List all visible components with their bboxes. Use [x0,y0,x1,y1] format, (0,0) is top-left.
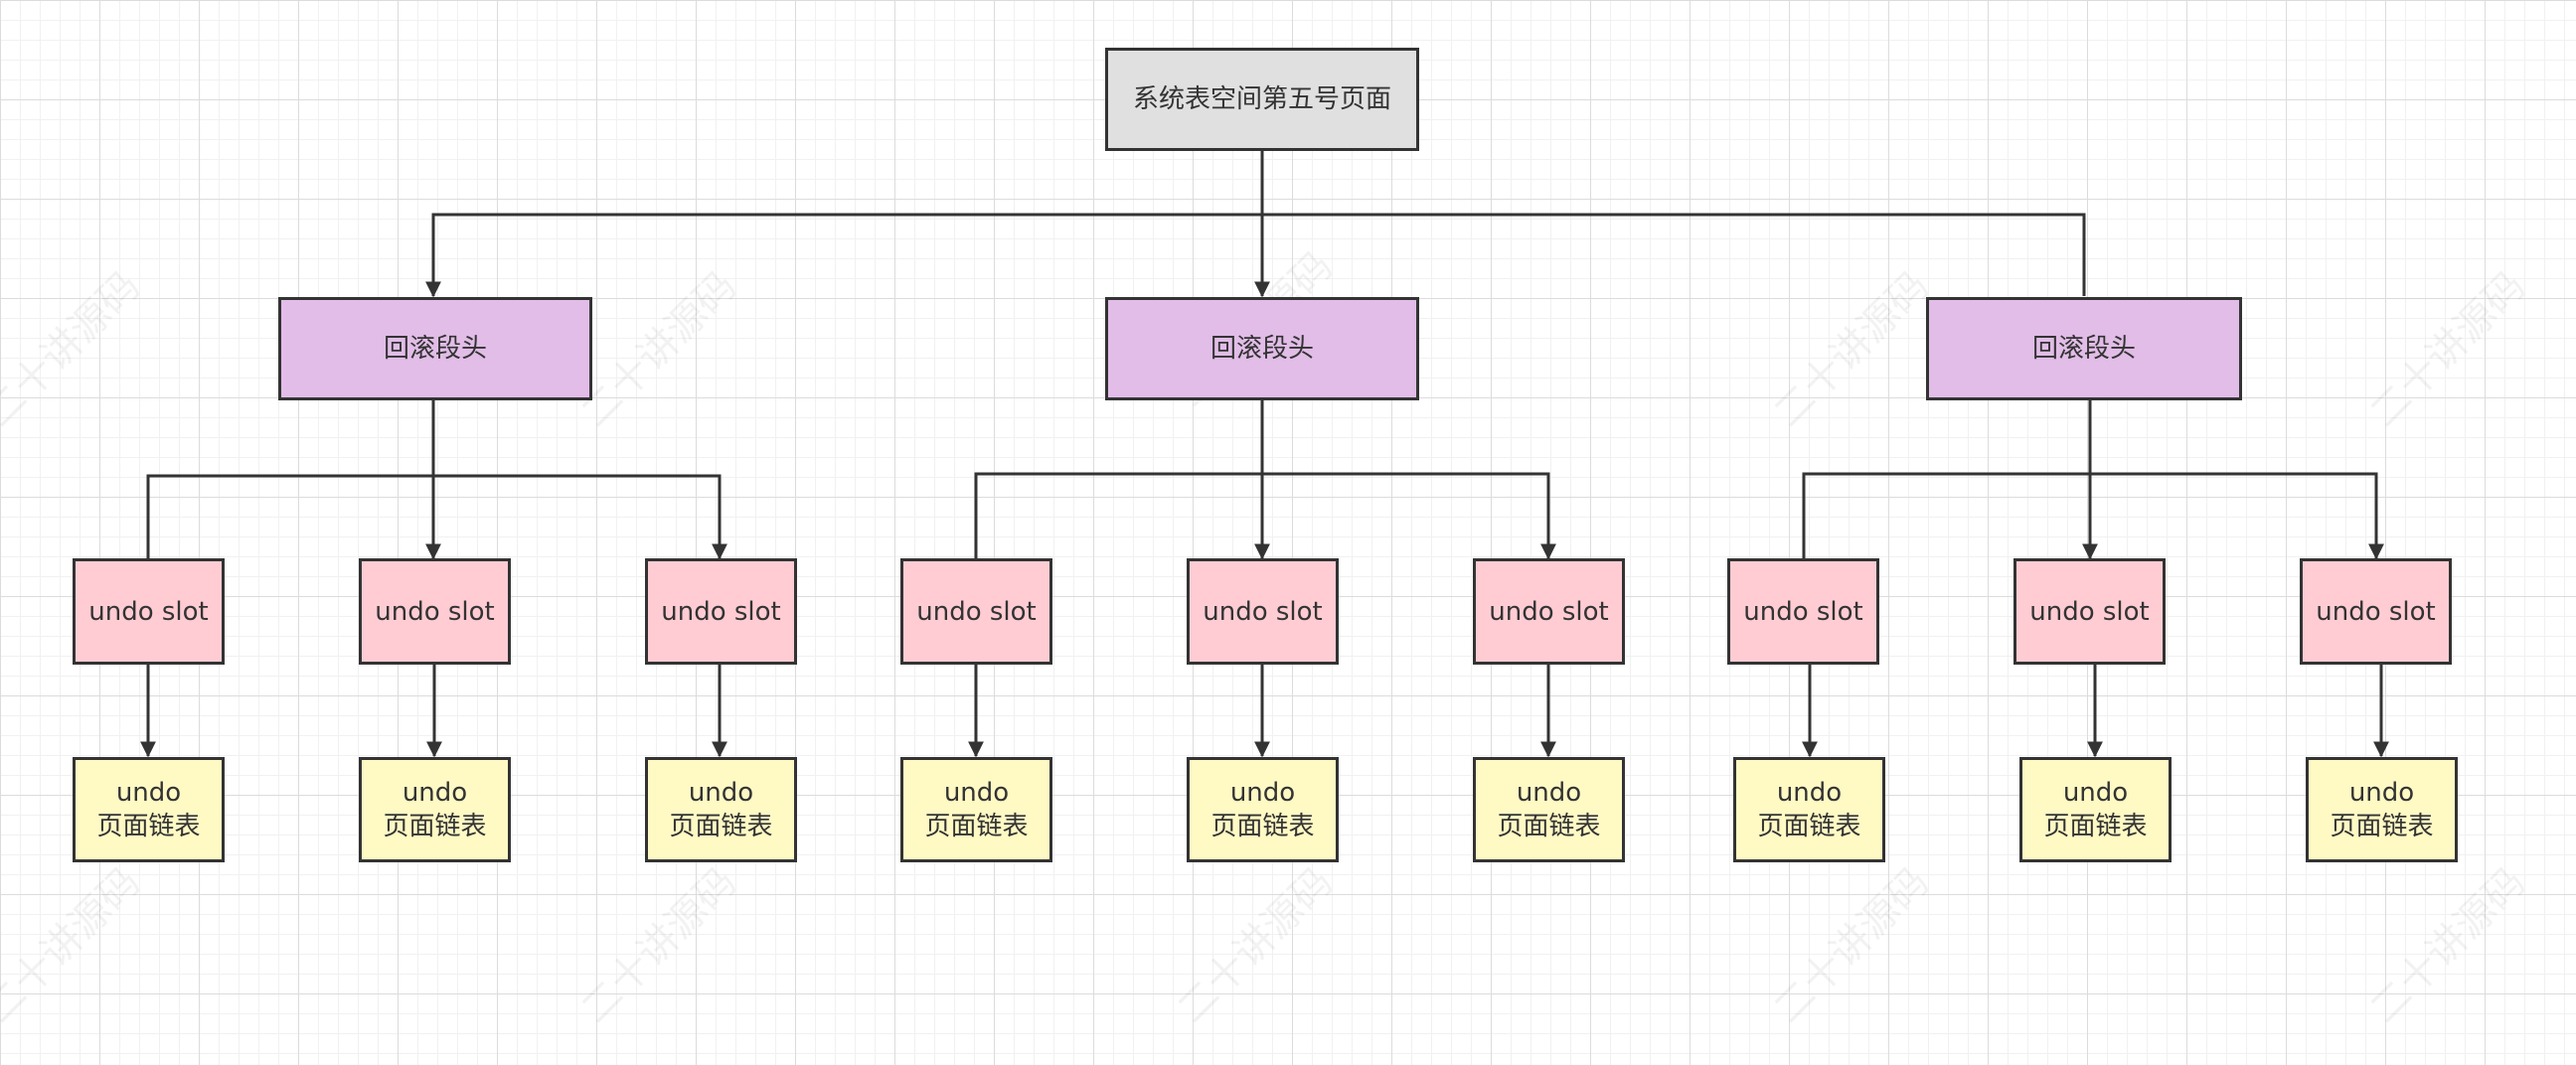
undo-slot-6[interactable]: undo slot [1473,558,1625,665]
slot-label: undo slot [1743,596,1863,627]
pagelist-line1: undo [2062,778,2129,808]
edge-segment3-to-slot9 [2090,472,2384,560]
segment-label: 回滚段头 [2031,334,2136,364]
undo-slot-9[interactable]: undo slot [2300,558,2452,665]
pagelist-line2: 页面链表 [383,812,487,841]
edge-root-to-segment-right [1262,213,2086,296]
undo-page-list-6[interactable]: undo 页面链表 [1473,757,1625,862]
edge-segment3-to-slot7 [1802,399,2092,558]
pagelist-line2: 页面链表 [96,812,201,841]
undo-slot-8[interactable]: undo slot [2013,558,2166,665]
pagelist-line1: undo [1516,778,1582,808]
undo-page-list-5[interactable]: undo 页面链表 [1187,757,1339,862]
edge-root-to-segment-left [425,150,1264,298]
segment-label: 回滚段头 [1209,334,1314,364]
slot-label: undo slot [1489,596,1609,627]
pagelist-line2: 页面链表 [1497,812,1601,841]
pagelist-line2: 页面链表 [1210,812,1315,841]
slot-label: undo slot [2029,596,2150,627]
undo-slot-5[interactable]: undo slot [1187,558,1339,665]
pagelist-line1: undo [943,778,1010,808]
slot-label: undo slot [2316,596,2436,627]
undo-slot-2[interactable]: undo slot [359,558,511,665]
pagelist-line2: 页面链表 [669,812,773,841]
rollback-segment-header-3[interactable]: 回滚段头 [1926,297,2242,400]
pagelist-line1: undo [1229,778,1296,808]
edge-segment2-to-slot4 [974,399,1264,558]
undo-page-list-7[interactable]: undo 页面链表 [1733,757,1885,862]
pagelist-line1: undo [115,778,182,808]
rollback-segment-header-1[interactable]: 回滚段头 [278,297,592,400]
pagelist-line2: 页面链表 [1757,812,1861,841]
undo-slot-4[interactable]: undo slot [900,558,1052,665]
undo-slot-3[interactable]: undo slot [645,558,797,665]
root-label: 系统表空间第五号页面 [1132,84,1391,114]
undo-page-list-1[interactable]: undo 页面链表 [73,757,225,862]
undo-slot-7[interactable]: undo slot [1727,558,1879,665]
root-node[interactable]: 系统表空间第五号页面 [1105,48,1419,151]
undo-page-list-8[interactable]: undo 页面链表 [2019,757,2172,862]
slot-label: undo slot [916,596,1037,627]
undo-page-list-3[interactable]: undo 页面链表 [645,757,797,862]
rollback-segment-header-2[interactable]: 回滚段头 [1105,297,1419,400]
undo-slot-1[interactable]: undo slot [73,558,225,665]
segment-label: 回滚段头 [383,334,487,364]
undo-page-list-9[interactable]: undo 页面链表 [2306,757,2458,862]
edge-segment1-to-slot1 [146,399,435,558]
slot-label: undo slot [375,596,495,627]
pagelist-line2: 页面链表 [2043,812,2148,841]
edge-segment1-to-slot3 [433,474,727,560]
pagelist-line2: 页面链表 [2330,812,2434,841]
pagelist-line1: undo [2348,778,2415,808]
slot-label: undo slot [88,596,209,627]
slot-label: undo slot [1203,596,1323,627]
edge-segment2-to-slot6 [1262,472,1556,560]
pagelist-line2: 页面链表 [924,812,1029,841]
slot-label: undo slot [661,596,781,627]
pagelist-line1: undo [688,778,754,808]
pagelist-line1: undo [402,778,468,808]
pagelist-line1: undo [1776,778,1843,808]
undo-page-list-4[interactable]: undo 页面链表 [900,757,1052,862]
undo-page-list-2[interactable]: undo 页面链表 [359,757,511,862]
